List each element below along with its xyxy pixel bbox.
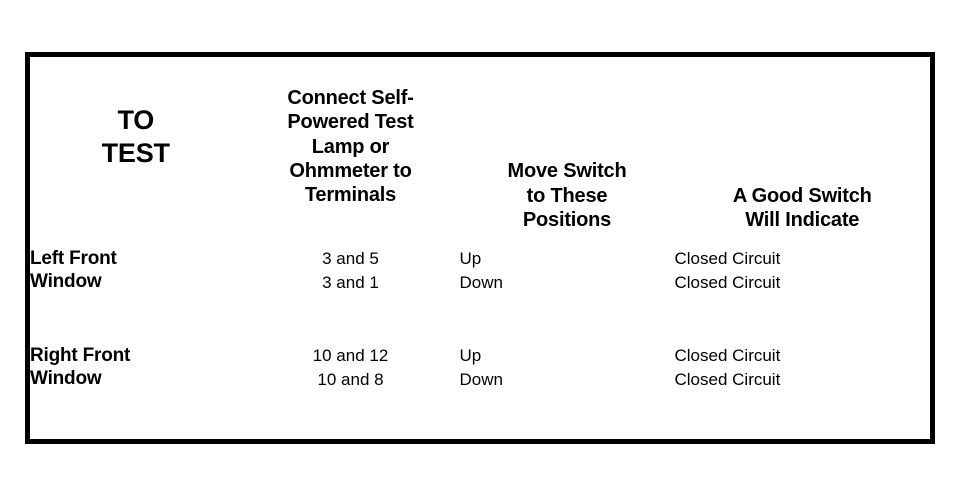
table-row-left-front-window: Left Front Window 3 and 5 3 and 1 Up Dow… [27, 246, 933, 344]
header-move-line-3: Positions [522, 209, 612, 232]
header-move-line-2: to These [526, 184, 608, 207]
row-label-line-2: Window [30, 368, 102, 390]
header-cell-connect-terminals: Connect Self- Powered Test Lamp or Ohmme… [241, 54, 460, 247]
row-label-line-1: Right Front [30, 344, 131, 366]
row-label-line-1: Left Front [30, 247, 117, 269]
cell-terminals-left-front-window: 3 and 5 3 and 1 [241, 246, 460, 344]
header-row: TO TEST Connect Self- Powered Test Lamp … [27, 54, 933, 247]
row-label-right-front-window: Right Front Window [27, 343, 242, 442]
header-connect-line-1: Connect Self- [287, 86, 414, 109]
terminals-line-2: 10 and 8 [317, 369, 384, 389]
table-body: Left Front Window 3 and 5 3 and 1 Up Dow… [27, 246, 933, 442]
table-header: TO TEST Connect Self- Powered Test Lamp … [27, 54, 933, 247]
header-cell-good-switch: A Good Switch Will Indicate [674, 54, 933, 247]
header-to-test-line-1: TO [117, 104, 155, 135]
header-good-line-2: Will Indicate [745, 209, 860, 232]
header-cell-to-test: TO TEST [27, 54, 242, 247]
header-move-line-1: Move Switch [507, 160, 627, 183]
header-to-test-line-2: TEST [101, 137, 170, 168]
header-connect-line-2: Powered Test [287, 111, 414, 134]
indicate-line-2: Closed Circuit [674, 369, 781, 389]
cell-indicates-left-front-window: Closed Circuit Closed Circuit [674, 246, 933, 344]
position-line-2: Down [459, 272, 503, 292]
cell-positions-left-front-window: Up Down [459, 246, 675, 344]
position-line-1: Up [459, 248, 482, 268]
indicate-line-1: Closed Circuit [674, 248, 781, 268]
table-row-right-front-window: Right Front Window 10 and 12 10 and 8 Up… [27, 343, 933, 442]
row-label-line-2: Window [30, 271, 102, 293]
indicate-line-1: Closed Circuit [674, 345, 781, 365]
header-connect-line-4: Ohmmeter to [289, 159, 412, 182]
terminals-line-2: 3 and 1 [322, 272, 379, 292]
cell-terminals-right-front-window: 10 and 12 10 and 8 [241, 343, 460, 442]
header-connect-line-5: Terminals [304, 184, 397, 207]
header-good-line-1: A Good Switch [732, 184, 872, 207]
cell-indicates-right-front-window: Closed Circuit Closed Circuit [674, 343, 933, 442]
header-cell-move-switch: Move Switch to These Positions [459, 54, 675, 247]
switch-test-table: TO TEST Connect Self- Powered Test Lamp … [25, 52, 935, 444]
terminals-line-1: 3 and 5 [322, 248, 379, 268]
row-label-left-front-window: Left Front Window [27, 246, 242, 344]
position-line-2: Down [459, 369, 503, 389]
terminals-line-1: 10 and 12 [312, 345, 389, 365]
cell-positions-right-front-window: Up Down [459, 343, 675, 442]
header-connect-line-3: Lamp or [311, 135, 390, 158]
position-line-1: Up [459, 345, 482, 365]
indicate-line-2: Closed Circuit [674, 272, 781, 292]
